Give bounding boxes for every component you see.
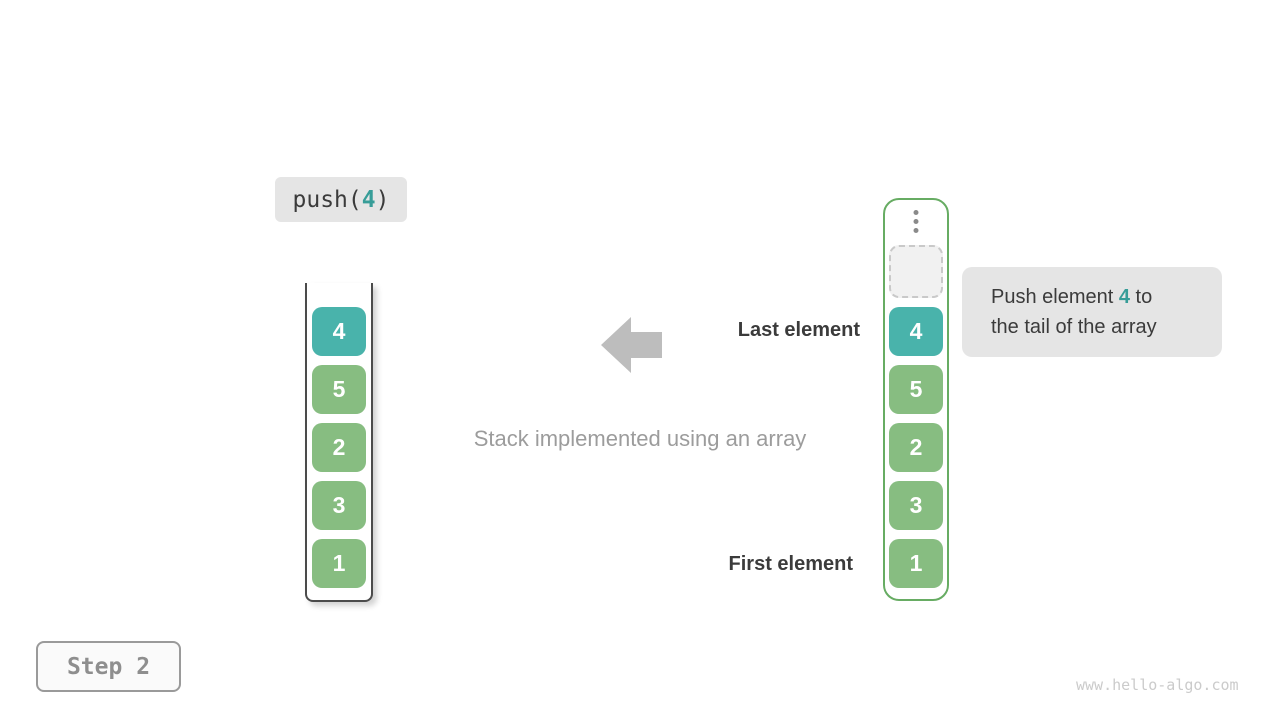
vertical-ellipsis-icon — [913, 210, 919, 233]
ellipsis-dot — [913, 210, 919, 215]
array-cell-pushed: 4 — [889, 307, 943, 356]
array-cell: 2 — [889, 423, 943, 472]
ellipsis-dot — [913, 219, 919, 224]
push-call-suffix: ) — [375, 186, 390, 213]
array-cell: 3 — [889, 481, 943, 530]
stack-cell: 3 — [312, 481, 366, 530]
stack-cells: 4 5 2 3 1 — [307, 307, 371, 588]
caption-text: Stack implemented using an array — [473, 426, 807, 451]
array-cell: 5 — [889, 365, 943, 414]
empty-array-slot — [889, 245, 943, 298]
watermark-text: www.hello-algo.com — [1076, 676, 1239, 694]
push-call-label: push(4) — [275, 177, 407, 222]
array-cells: 4 5 2 3 1 — [885, 307, 947, 588]
tooltip-line2: the tail of the array — [991, 316, 1157, 338]
tooltip-line1-prefix: Push element — [991, 286, 1119, 308]
tooltip-line1-suffix: to — [1129, 286, 1153, 308]
stack-container: 4 5 2 3 1 — [305, 283, 373, 602]
ellipsis-dot — [913, 228, 919, 233]
first-element-label: First element — [728, 553, 853, 575]
operation-tooltip: Push element 4 to the tail of the array — [962, 267, 1222, 357]
stack-cell: 1 — [312, 539, 366, 588]
array-cell: 1 — [889, 539, 943, 588]
last-element-label: Last element — [737, 319, 860, 341]
left-arrow-icon — [601, 317, 662, 373]
step-badge: Step 2 — [36, 641, 181, 692]
push-call-arg: 4 — [361, 186, 376, 213]
stack-cell-pushed: 4 — [312, 307, 366, 356]
push-call-prefix: push( — [292, 186, 362, 213]
tooltip-arg: 4 — [1118, 286, 1130, 308]
array-container: 4 5 2 3 1 — [883, 198, 949, 601]
stack-cell: 2 — [312, 423, 366, 472]
stack-cell: 5 — [312, 365, 366, 414]
